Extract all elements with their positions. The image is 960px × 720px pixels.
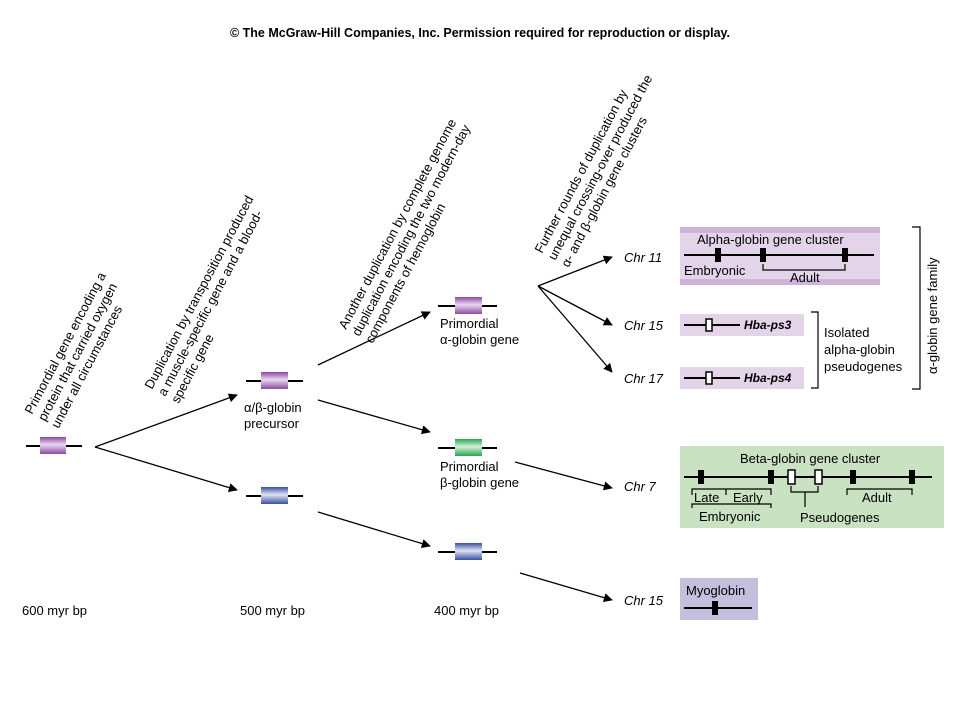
myoglobin-label: Myoglobin	[686, 583, 745, 598]
isolated-pseudogenes-label: Isolated alpha-globin pseudogenes	[824, 325, 903, 374]
beta-pseudogenes-label: Pseudogenes	[800, 510, 880, 525]
myoglobin-400-gene	[438, 543, 497, 560]
chr-11: Chr 11	[624, 250, 662, 265]
pseudogene-bracket	[811, 311, 819, 389]
label-primordial-beta: Primordial β-globin gene	[440, 459, 519, 490]
time-600: 600 myr bp	[22, 603, 87, 618]
alpha-family-label: α-globin gene family	[925, 257, 940, 374]
chr-15-ps3: Chr 15	[624, 318, 664, 333]
hba-ps4-pseudogene: Hba-ps4	[680, 367, 804, 389]
primordial-gene	[26, 437, 82, 454]
chr-17: Chr 17	[624, 371, 664, 386]
beta-early-label: Early	[733, 490, 763, 505]
myoglobin-gene-box: Myoglobin	[680, 578, 758, 620]
annotation-primordial-gene: Primordial gene encoding a protein that …	[21, 266, 137, 430]
ab-precursor-gene	[246, 372, 303, 389]
primordial-alpha-gene	[438, 297, 497, 314]
ps4-label: Hba-ps4	[744, 371, 792, 385]
label-ab-precursor: α/β-globin precursor	[244, 400, 305, 431]
annotation-unequal-crossing-over: Further rounds of duplication by unequal…	[531, 62, 670, 269]
label-primordial-alpha: Primordial α-globin gene	[440, 316, 519, 347]
hba-ps3-pseudogene: Hba-ps3	[680, 314, 804, 336]
copyright-notice: © The McGraw-Hill Companies, Inc. Permis…	[229, 26, 731, 40]
evolution-arrows	[94, 255, 613, 603]
myoglobin-precursor-gene	[246, 487, 303, 504]
chr-15-myoglobin: Chr 15	[624, 593, 664, 608]
primordial-beta-gene	[438, 439, 497, 456]
beta-globin-cluster: Beta-globin gene cluster Late Early Adul…	[680, 446, 944, 528]
alpha-cluster-title: Alpha-globin gene cluster	[697, 232, 844, 247]
ps3-label: Hba-ps3	[744, 318, 792, 332]
beta-late-label: Late	[694, 490, 719, 505]
beta-adult-label: Adult	[862, 490, 892, 505]
beta-cluster-title: Beta-globin gene cluster	[740, 451, 881, 466]
time-500: 500 myr bp	[240, 603, 305, 618]
alpha-embryonic-label: Embryonic	[684, 263, 746, 278]
time-400: 400 myr bp	[434, 603, 499, 618]
beta-embryonic-label: Embryonic	[699, 509, 761, 524]
alpha-adult-label: Adult	[790, 270, 820, 285]
alpha-family-bracket	[912, 226, 921, 390]
alpha-globin-cluster: Alpha-globin gene cluster Embryonic Adul…	[680, 227, 880, 285]
chr-7: Chr 7	[624, 479, 657, 494]
